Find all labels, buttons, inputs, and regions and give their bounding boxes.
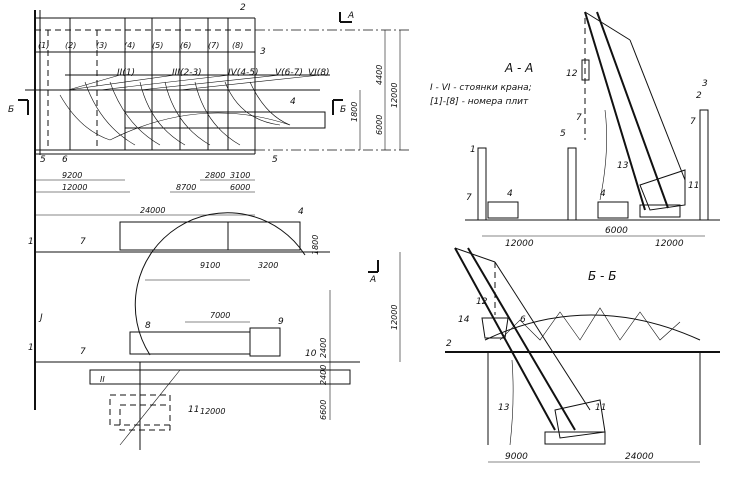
section-mark-a: A: [369, 275, 376, 285]
callout: 8: [145, 321, 151, 331]
slab-grid: [35, 18, 255, 150]
callout: 1: [470, 145, 476, 155]
dim-label: 7000: [210, 311, 230, 320]
legend-line-2: [1]-[8] - номера плит: [430, 97, 529, 107]
callout: J: [38, 313, 43, 323]
section-title: Б - Б: [588, 269, 616, 283]
dim-label: 12000: [200, 407, 225, 416]
callout: 4: [507, 189, 513, 199]
callout: II: [100, 375, 105, 384]
callout: 3: [260, 47, 266, 57]
position-label: VI(8): [308, 68, 330, 78]
dim-label: 6000: [375, 115, 384, 135]
callout: 7: [466, 193, 472, 203]
slab-stack: [119, 221, 301, 251]
position-label: III(2-3): [172, 68, 202, 78]
callout: 13: [617, 161, 629, 171]
callout: 7: [80, 347, 86, 357]
callout: 2: [696, 91, 702, 101]
callout: 7: [576, 113, 582, 123]
dim-label: 24000: [625, 452, 654, 462]
legend-line-1: I - VI - стоянки крана;: [430, 83, 532, 93]
dim-label: 6000: [605, 226, 628, 236]
plan-view: (1) (2) (3) (4) (5) (6) (7) (8): [8, 3, 410, 450]
callout: 4: [298, 207, 304, 217]
callout: 1: [28, 237, 34, 247]
dim-label: 4400: [375, 65, 384, 85]
legend: I - VI - стоянки крана; [1]-[8] - номера…: [430, 83, 532, 107]
callout: 12: [566, 69, 578, 79]
callout: 4: [600, 189, 606, 199]
callout: 6: [62, 155, 68, 165]
position-label: II(1): [117, 68, 135, 78]
dim-label: 12000: [655, 239, 684, 249]
callout: 7: [690, 117, 696, 127]
slab-label: (5): [152, 41, 163, 50]
section-mark-a: A: [347, 11, 354, 21]
callout: 5: [560, 129, 566, 139]
dim-label: 2800: [205, 171, 225, 180]
slab-number-labels: (1) (2) (3) (4) (5) (6) (7) (8): [38, 41, 243, 50]
slab-label: (2): [65, 41, 76, 50]
callout: 13: [498, 403, 510, 413]
slab-label: (7): [208, 41, 219, 50]
dim-label: 9100: [200, 261, 220, 270]
callout: 5: [40, 155, 46, 165]
callout: 9: [278, 317, 284, 327]
section-mark-b: Б: [8, 105, 14, 115]
position-label: IV(4-5): [228, 68, 259, 78]
section-title: А - А: [504, 61, 533, 75]
callout: 11: [595, 403, 606, 413]
slab-label: (3): [96, 41, 107, 50]
dim-label: 3100: [230, 171, 250, 180]
dim-label: 2400: [319, 338, 328, 358]
position-label: V(6-7): [275, 68, 303, 78]
dim-label: 9200: [62, 171, 82, 180]
dim-label: 2400: [319, 365, 328, 385]
dim-label: 6000: [230, 183, 250, 192]
dim-label: 12000: [390, 305, 399, 330]
dim-label: 8700: [176, 183, 196, 192]
section-a-a: А - А 12 7 5 13 11 1 7 4 4 3 2 7 12000 6…: [465, 11, 720, 249]
callout: 1: [28, 343, 34, 353]
callout: 7: [80, 237, 86, 247]
dim-label: 6600: [319, 400, 328, 420]
dim-label: 1800: [350, 102, 359, 122]
section-b-b: Б - Б 12 14 6 2 13 11 9000 24000: [445, 247, 720, 463]
callout: 10: [305, 349, 317, 359]
callout: 11: [688, 181, 699, 191]
crane-positions: II(1) III(2-3) IV(4-5) V(6-7) VI(8): [25, 68, 330, 146]
plan-dims-right: 4400 12000 1800 6000: [350, 30, 401, 150]
callout: 12: [476, 297, 488, 307]
callout: 2: [446, 339, 452, 349]
dim-label: 9000: [505, 452, 528, 462]
dim-label: 12000: [505, 239, 534, 249]
callout: 3: [702, 79, 708, 89]
dim-label: 1800: [311, 235, 320, 255]
callout: 14: [458, 315, 470, 325]
callout: 4: [290, 97, 296, 107]
callout: 6: [520, 315, 526, 325]
slab-label: (6): [180, 41, 191, 50]
dim-label: 12000: [62, 183, 87, 192]
callout: 2: [240, 3, 246, 13]
callout: 11: [188, 405, 199, 415]
dim-label: 24000: [140, 206, 165, 215]
plan-dims-bottom: 9200 12000 24000 8700 2800 3100 6000: [35, 171, 255, 216]
dim-label: 3200: [258, 261, 278, 270]
callout: 5: [272, 155, 278, 165]
slab-label: (8): [232, 41, 243, 50]
dim-label: 12000: [390, 83, 399, 108]
slab-label: (1): [38, 41, 49, 50]
slab-label: (4): [124, 41, 135, 50]
section-mark-b: Б: [340, 105, 346, 115]
